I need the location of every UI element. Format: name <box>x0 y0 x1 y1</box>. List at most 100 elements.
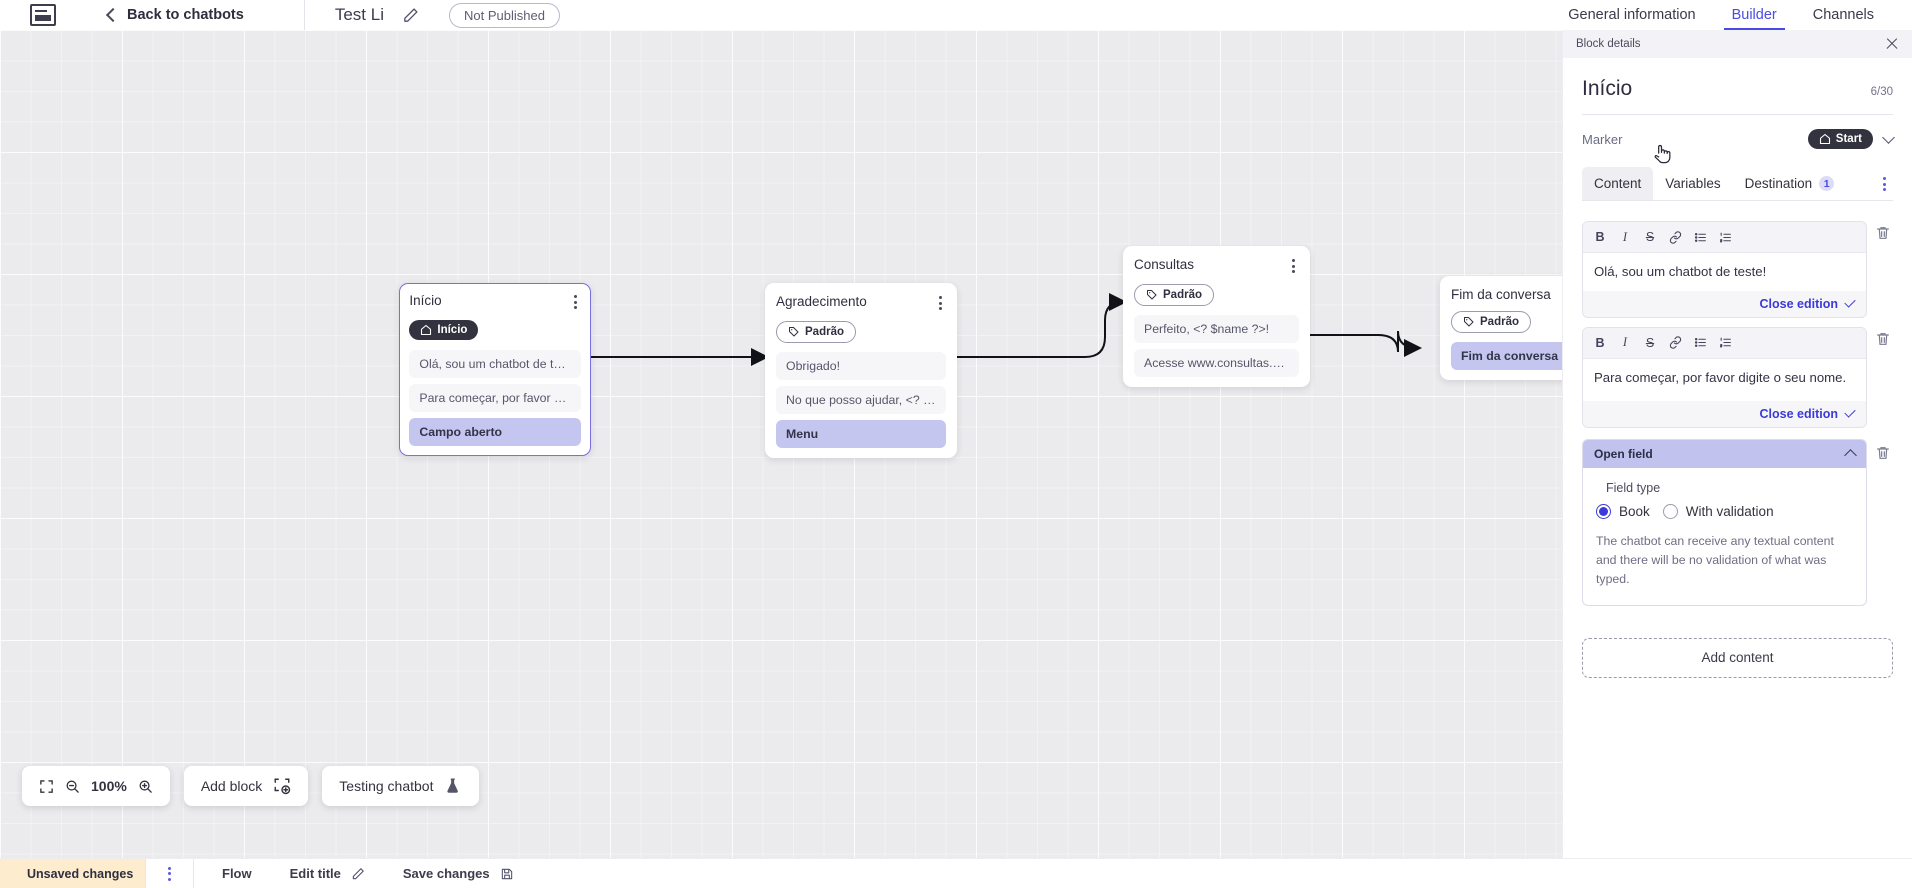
flow-canvas[interactable]: Início Início Olá, sou um chatbot de tes… <box>0 30 1562 858</box>
bold-icon[interactable]: B <box>1595 335 1605 350</box>
numbered-list-icon[interactable] <box>1714 333 1736 353</box>
marker-label: Marker <box>1582 131 1623 147</box>
node-row[interactable]: Campo aberto <box>409 418 581 447</box>
flow-node-agradecimento[interactable]: Agradecimento Padrão Obrigado! No que po… <box>765 283 957 458</box>
node-rows: Perfeito, <? $name ?>! Acesse www.consul… <box>1134 315 1299 377</box>
trash-icon[interactable] <box>1875 221 1893 246</box>
open-field-header[interactable]: Open field <box>1583 439 1866 468</box>
bullet-list-icon[interactable] <box>1689 227 1711 247</box>
node-menu-button[interactable] <box>935 294 946 312</box>
editor-text[interactable]: Para começar, por favor digite o seu nom… <box>1583 358 1866 401</box>
node-row[interactable]: Acesse www.consultas.com par… <box>1134 349 1299 377</box>
radio-option-with-validation[interactable]: With validation <box>1662 503 1774 519</box>
status-divider <box>193 858 194 888</box>
flask-icon <box>447 778 459 793</box>
open-field-body: Field type Book With validation The <box>1583 468 1866 605</box>
node-title: Agradecimento <box>776 294 867 309</box>
flow-label: Flow <box>222 866 252 881</box>
flow-edges <box>591 293 1422 366</box>
check-icon <box>1844 296 1856 308</box>
editor-text[interactable]: Olá, sou um chatbot de teste! <box>1583 253 1866 291</box>
zoom-controls[interactable]: 100% <box>22 766 170 806</box>
radio-icon <box>1662 503 1678 519</box>
trash-icon[interactable] <box>1875 327 1893 352</box>
flow-node-fim-da-conversa[interactable]: Fim da conversa Padrão Fim da conversa <box>1440 276 1562 380</box>
tab-content[interactable]: Content <box>1582 167 1654 200</box>
topbar-divider <box>303 0 305 30</box>
tag-icon <box>1147 290 1157 300</box>
field-type-label: Field type <box>1606 480 1661 495</box>
tab-destination[interactable]: Destination 1 <box>1733 167 1847 200</box>
testing-chatbot-label: Testing chatbot <box>339 778 434 794</box>
node-rows: Olá, sou um chatbot de teste! Para começ… <box>409 350 581 447</box>
trash-icon[interactable] <box>1875 439 1893 466</box>
add-block-button[interactable]: Add block <box>183 766 309 806</box>
node-row[interactable]: Olá, sou um chatbot de teste! <box>409 350 581 379</box>
pencil-icon[interactable] <box>402 7 419 24</box>
app-logo-icon[interactable] <box>30 4 56 26</box>
node-marker-label: Padrão <box>1163 289 1202 301</box>
close-edition-button[interactable]: Close edition <box>1583 290 1866 317</box>
panel-body: Início 6/30 Marker Start Content Varia <box>1563 58 1912 678</box>
status-menu-button[interactable] <box>168 866 171 881</box>
bold-icon[interactable]: B <box>1595 230 1605 244</box>
save-disk-icon <box>501 868 512 879</box>
back-to-chatbots-label: Back to chatbots <box>127 7 244 23</box>
italic-icon[interactable]: I <box>1622 229 1628 244</box>
back-to-chatbots-button[interactable]: Back to chatbots <box>105 7 244 23</box>
chatbot-title: Test Li <box>334 5 384 24</box>
node-marker-label: Padrão <box>1480 316 1519 328</box>
link-icon[interactable] <box>1664 227 1686 247</box>
strikethrough-icon[interactable]: S <box>1645 335 1655 350</box>
node-row[interactable]: Perfeito, <? $name ?>! <box>1134 315 1299 343</box>
close-edition-button[interactable]: Close edition <box>1583 400 1866 427</box>
node-rows: Fim da conversa <box>1451 342 1562 370</box>
add-content-button[interactable]: Add content <box>1582 637 1893 678</box>
node-menu-button[interactable] <box>1288 257 1299 275</box>
link-icon[interactable] <box>1664 333 1686 353</box>
char-counter: 6/30 <box>1870 86 1893 98</box>
bullet-list-icon[interactable] <box>1689 333 1711 353</box>
radio-option-with-validation-label: With validation <box>1685 503 1774 519</box>
numbered-list-icon[interactable] <box>1714 227 1736 247</box>
open-field-item: Open field Field type Book Wi <box>1582 438 1893 606</box>
node-row[interactable]: No que posso ajudar, <? $name … <box>776 386 946 414</box>
tab-variables[interactable]: Variables <box>1653 167 1732 200</box>
testing-chatbot-button[interactable]: Testing chatbot <box>322 766 480 806</box>
chevron-up-icon[interactable] <box>1844 449 1857 463</box>
unsaved-changes-label: Unsaved changes <box>27 866 134 881</box>
node-row[interactable]: Fim da conversa <box>1451 342 1562 370</box>
tab-builder[interactable]: Builder <box>1714 0 1795 30</box>
flow-button[interactable]: Flow <box>222 866 252 881</box>
save-changes-button[interactable]: Save changes <box>403 866 514 881</box>
tab-channels[interactable]: Channels <box>1812 7 1874 23</box>
node-marker-chip: Padrão <box>1451 311 1531 333</box>
status-bar: Unsaved changes Flow Edit title Save cha… <box>0 858 1912 888</box>
marker-value-label: Start <box>1835 133 1862 145</box>
node-row[interactable]: Obrigado! <box>776 352 946 380</box>
divider <box>1582 114 1893 115</box>
marker-value-chip[interactable]: Start <box>1807 129 1873 149</box>
strikethrough-icon[interactable]: S <box>1645 230 1655 244</box>
flow-node-inicio[interactable]: Início Início Olá, sou um chatbot de tes… <box>399 283 591 456</box>
rich-text-editor[interactable]: B I S <box>1582 326 1867 428</box>
italic-icon[interactable]: I <box>1622 335 1628 350</box>
tab-general-information[interactable]: General information <box>1568 7 1696 23</box>
chevron-down-icon[interactable] <box>1882 130 1895 144</box>
close-icon[interactable] <box>1885 37 1899 51</box>
tag-icon <box>789 327 799 337</box>
node-row[interactable]: Menu <box>776 420 946 448</box>
edit-title-button[interactable]: Edit title <box>290 866 365 881</box>
node-menu-button[interactable] <box>570 293 581 311</box>
panel-tabs-menu-button[interactable] <box>1878 175 1891 193</box>
flow-node-consultas[interactable]: Consultas Padrão Perfeito, <? $name ?>! … <box>1123 246 1310 387</box>
field-type-radio-group: Book With validation <box>1596 503 1853 519</box>
content-editor-item: B I S <box>1582 221 1893 318</box>
node-row[interactable]: Para começar, por favor digite o … <box>409 384 581 413</box>
open-field-card: Open field Field type Book Wi <box>1582 438 1867 606</box>
rich-text-editor[interactable]: B I S <box>1582 221 1867 318</box>
radio-icon <box>1596 503 1611 519</box>
node-rows: Obrigado! No que posso ajudar, <? $name … <box>776 352 946 448</box>
check-icon <box>1844 406 1856 418</box>
radio-option-book[interactable]: Book <box>1596 503 1650 519</box>
